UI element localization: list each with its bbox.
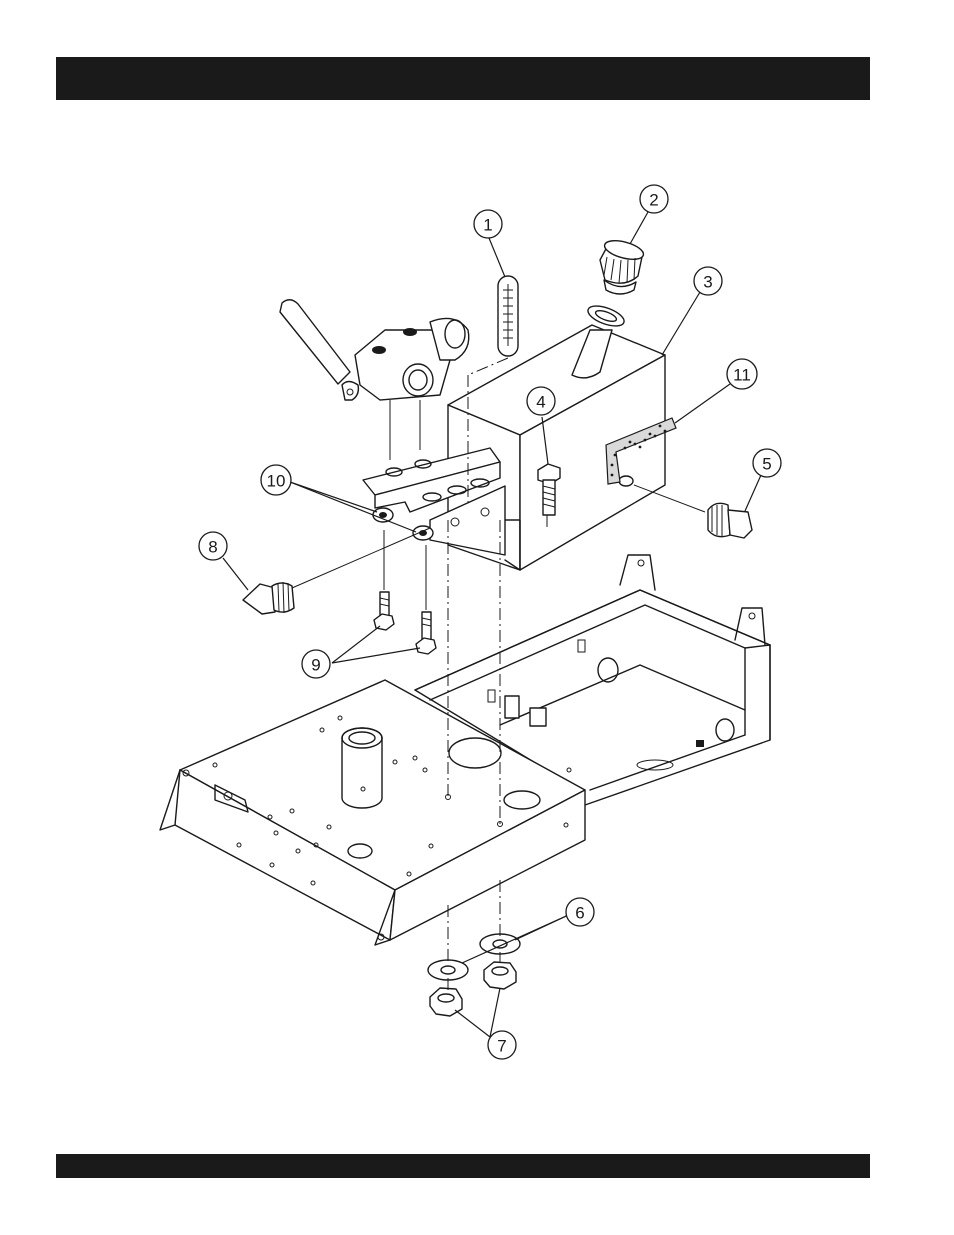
footer-bar	[56, 1154, 870, 1178]
callout-5: 5	[753, 449, 781, 477]
callout-10: 10	[261, 465, 291, 495]
callout-11-label: 11	[733, 366, 751, 385]
three-way-valve	[280, 300, 469, 460]
callout-3-label: 3	[703, 273, 712, 292]
callout-9-label: 9	[311, 656, 320, 675]
callout-1-label: 1	[483, 216, 492, 235]
callout-1: 1	[474, 210, 502, 238]
callout-6-label: 6	[575, 904, 584, 923]
callout-7-label: 7	[497, 1037, 506, 1056]
callout-7: 7	[488, 1031, 516, 1059]
sight-gauge	[498, 276, 518, 356]
plug-right	[708, 503, 752, 538]
plug-left	[243, 582, 294, 614]
callout-8: 8	[199, 532, 227, 560]
callout-3: 3	[694, 267, 722, 295]
callout-4: 4	[527, 387, 555, 415]
callout-4-label: 4	[536, 393, 545, 412]
hex-bolts-set	[374, 592, 436, 654]
callout-10-label: 10	[267, 472, 286, 491]
callout-2-label: 2	[649, 191, 658, 210]
callout-11: 11	[727, 359, 757, 389]
lock-washers	[373, 508, 433, 540]
callout-6: 6	[566, 898, 594, 926]
callout-9: 9	[302, 650, 330, 678]
callout-5-label: 5	[762, 455, 771, 474]
callout-8-label: 8	[208, 538, 217, 557]
callout-2: 2	[640, 185, 668, 213]
breather-cap	[600, 237, 645, 294]
